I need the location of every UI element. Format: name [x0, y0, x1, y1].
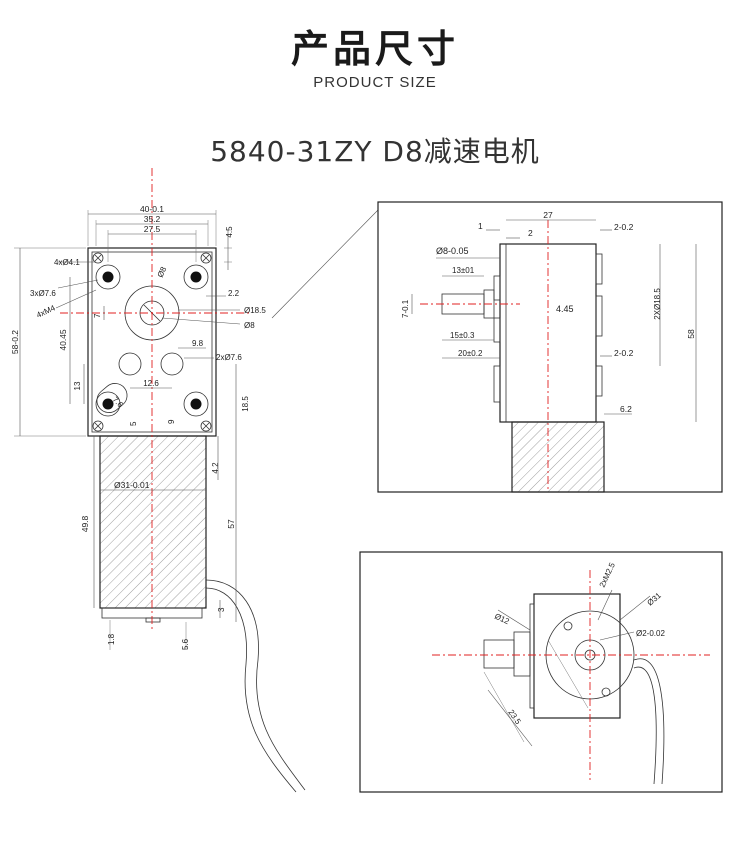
dim-o31: Ø31-0.01	[114, 480, 150, 490]
mounting-holes	[95, 264, 209, 417]
dim-27-5: 27.5	[144, 224, 161, 234]
dim-12-6: 12.6	[143, 379, 159, 388]
rear-shaft	[145, 617, 161, 623]
page-title: 产品尺寸	[290, 27, 459, 71]
page-subtitle: PRODUCT SIZE	[313, 74, 437, 91]
lower-hole-left	[118, 352, 142, 376]
dim-13: 13	[73, 381, 82, 390]
dim-57: 57	[226, 519, 236, 529]
side-dim-o8: Ø8-0.05	[436, 246, 469, 256]
dim-2x76: 2xØ7.6	[216, 353, 242, 362]
slot	[96, 383, 128, 413]
side-dim-2-02-bottom: 2-0.2	[614, 348, 634, 358]
dim-9-8: 9.8	[192, 339, 204, 348]
dim-2-2: 2.2	[228, 289, 240, 298]
dim-4x41: 4xØ4.1	[54, 258, 80, 267]
side-view: 27 1 2 2-0.2 Ø8-0.05 13±01 7-0.1 4.45 2X…	[377, 201, 723, 493]
rear-view: 2xM2.5 Ø31 Ø12 Ø2-0.02 23.5	[359, 551, 723, 793]
dim-3x76: 3xØ7.6	[30, 289, 56, 298]
dim-o8-top: Ø8	[156, 265, 169, 279]
dim-3: 3	[217, 607, 226, 612]
dim-58: 58-0.2	[10, 330, 20, 354]
side-dim-6-2: 6.2	[620, 404, 632, 414]
side-dim-13: 13±01	[452, 266, 475, 275]
side-dim-4-45: 4.45	[556, 304, 574, 314]
motor-body	[99, 435, 207, 609]
dim-4xm4: 4xM4	[35, 303, 57, 320]
dim-18-5: 18.5	[241, 396, 250, 412]
corner-screws	[92, 252, 212, 432]
dim-4-5: 4.5	[225, 226, 234, 238]
side-dim-1: 1	[478, 221, 483, 231]
dim-7-6: 7.6	[111, 395, 126, 410]
rear-view-frame	[359, 551, 723, 793]
screw-hole-1	[563, 621, 573, 631]
side-motor-body	[511, 421, 605, 493]
dim-35-2: 35.2	[144, 214, 161, 224]
side-dim-20: 20±0.2	[458, 349, 483, 358]
dim-5-6: 5.6	[181, 638, 190, 650]
dim-40: 40-0.1	[140, 204, 164, 214]
dim-1-8: 1.8	[107, 633, 116, 645]
side-dim-58: 58	[686, 329, 696, 339]
dim-o8: Ø8	[244, 321, 255, 330]
side-dim-7-01: 7-0.1	[401, 299, 410, 318]
detail-leader	[271, 209, 379, 319]
dim-5: 5	[129, 421, 138, 426]
dim-40-45: 40.45	[58, 329, 68, 351]
side-dim-2: 2	[528, 228, 533, 238]
model-title: 5840-31ZY D8减速电机	[210, 135, 540, 168]
lower-hole-right	[160, 352, 184, 376]
dim-o18-5: Ø18.5	[244, 306, 266, 315]
side-dim-2x185: 2XØ18.5	[653, 288, 662, 320]
dim-9: 9	[167, 419, 176, 424]
wire-1	[205, 579, 306, 791]
front-view: 40-0.1 35.2 27.5 4.5 4xØ4.1 3xØ7.6 4xM4 …	[10, 168, 379, 793]
wire-2	[205, 587, 297, 793]
side-dim-2-02-top: 2-0.2	[614, 222, 634, 232]
rear-dim-o2: Ø2-0.02	[636, 629, 665, 638]
side-dim-27: 27	[543, 210, 553, 220]
side-dim-15: 15±0.3	[450, 331, 475, 340]
dim-4-2: 4.2	[211, 462, 220, 474]
dim-7: 7	[93, 313, 102, 318]
screw-hole-2	[601, 687, 611, 697]
dim-49-8: 49.8	[80, 515, 90, 532]
